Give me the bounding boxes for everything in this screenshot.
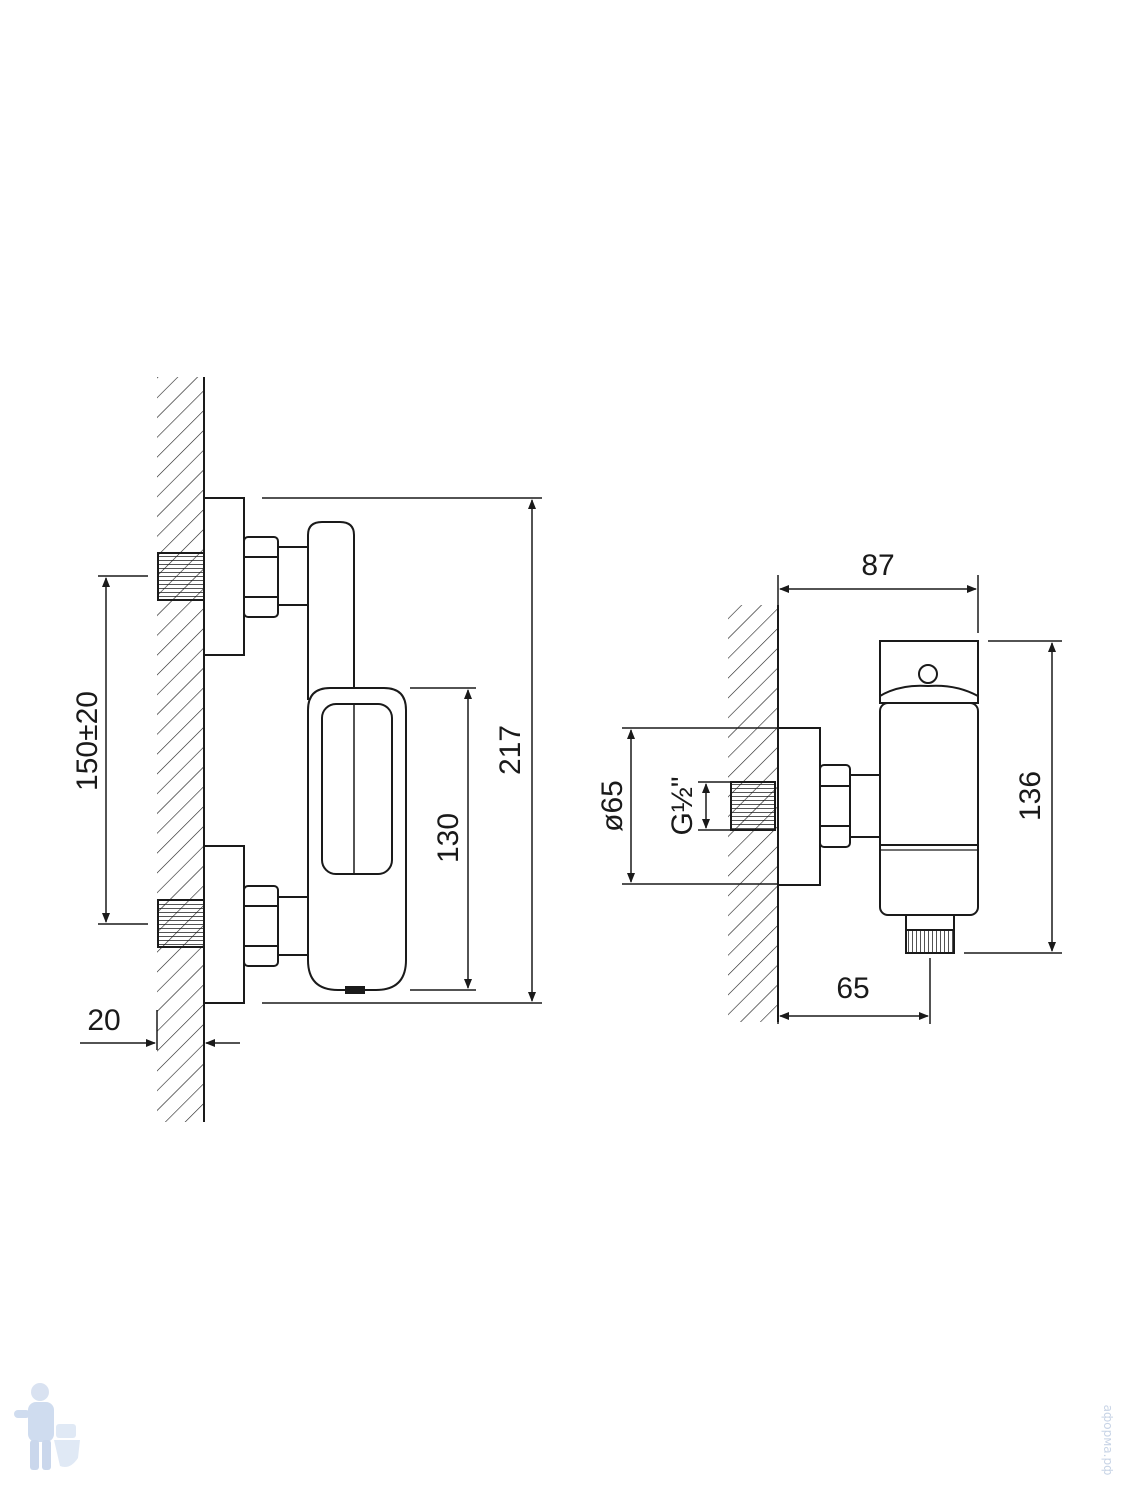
- front-view: [622, 575, 1062, 1024]
- dim-height-front: 136: [1014, 771, 1047, 821]
- lower-inlet-thread: [157, 899, 205, 948]
- watermark-site-text: аформа.рф: [1101, 1405, 1115, 1476]
- front-inlet-thread: [730, 781, 776, 831]
- upper-inlet-thread: [157, 552, 205, 601]
- side-view: [80, 377, 542, 1122]
- plumber-logo: [14, 1383, 80, 1470]
- dim-total-height: 217: [494, 725, 527, 775]
- dim-center-distance: 150±20: [71, 691, 104, 791]
- dim-wall-thickness: 20: [87, 1004, 120, 1037]
- dim-outlet-offset: 65: [836, 972, 869, 1005]
- front-connector: [849, 774, 881, 838]
- mixer-handle: [307, 521, 355, 700]
- front-body: [879, 702, 979, 916]
- front-cap-hole: [918, 664, 938, 684]
- front-outlet-thread: [905, 929, 955, 954]
- side-wall-hatch: [157, 377, 204, 1122]
- front-nut: [819, 764, 851, 848]
- lower-connector: [277, 896, 309, 956]
- lower-nut: [243, 885, 279, 967]
- dim-flange-diameter: ø65: [596, 780, 629, 832]
- upper-connector: [277, 546, 309, 606]
- dim-depth: 87: [861, 549, 894, 582]
- front-cap: [879, 640, 979, 704]
- upper-flange: [203, 497, 245, 656]
- mixer-body-window: [321, 703, 393, 875]
- upper-nut: [243, 536, 279, 618]
- dim-thread-size: G½": [666, 776, 699, 835]
- front-outlet-neck: [905, 914, 955, 931]
- mixer-body: [307, 687, 407, 991]
- dim-body-height: 130: [432, 813, 465, 863]
- lower-flange: [203, 845, 245, 1004]
- front-flange: [777, 727, 821, 886]
